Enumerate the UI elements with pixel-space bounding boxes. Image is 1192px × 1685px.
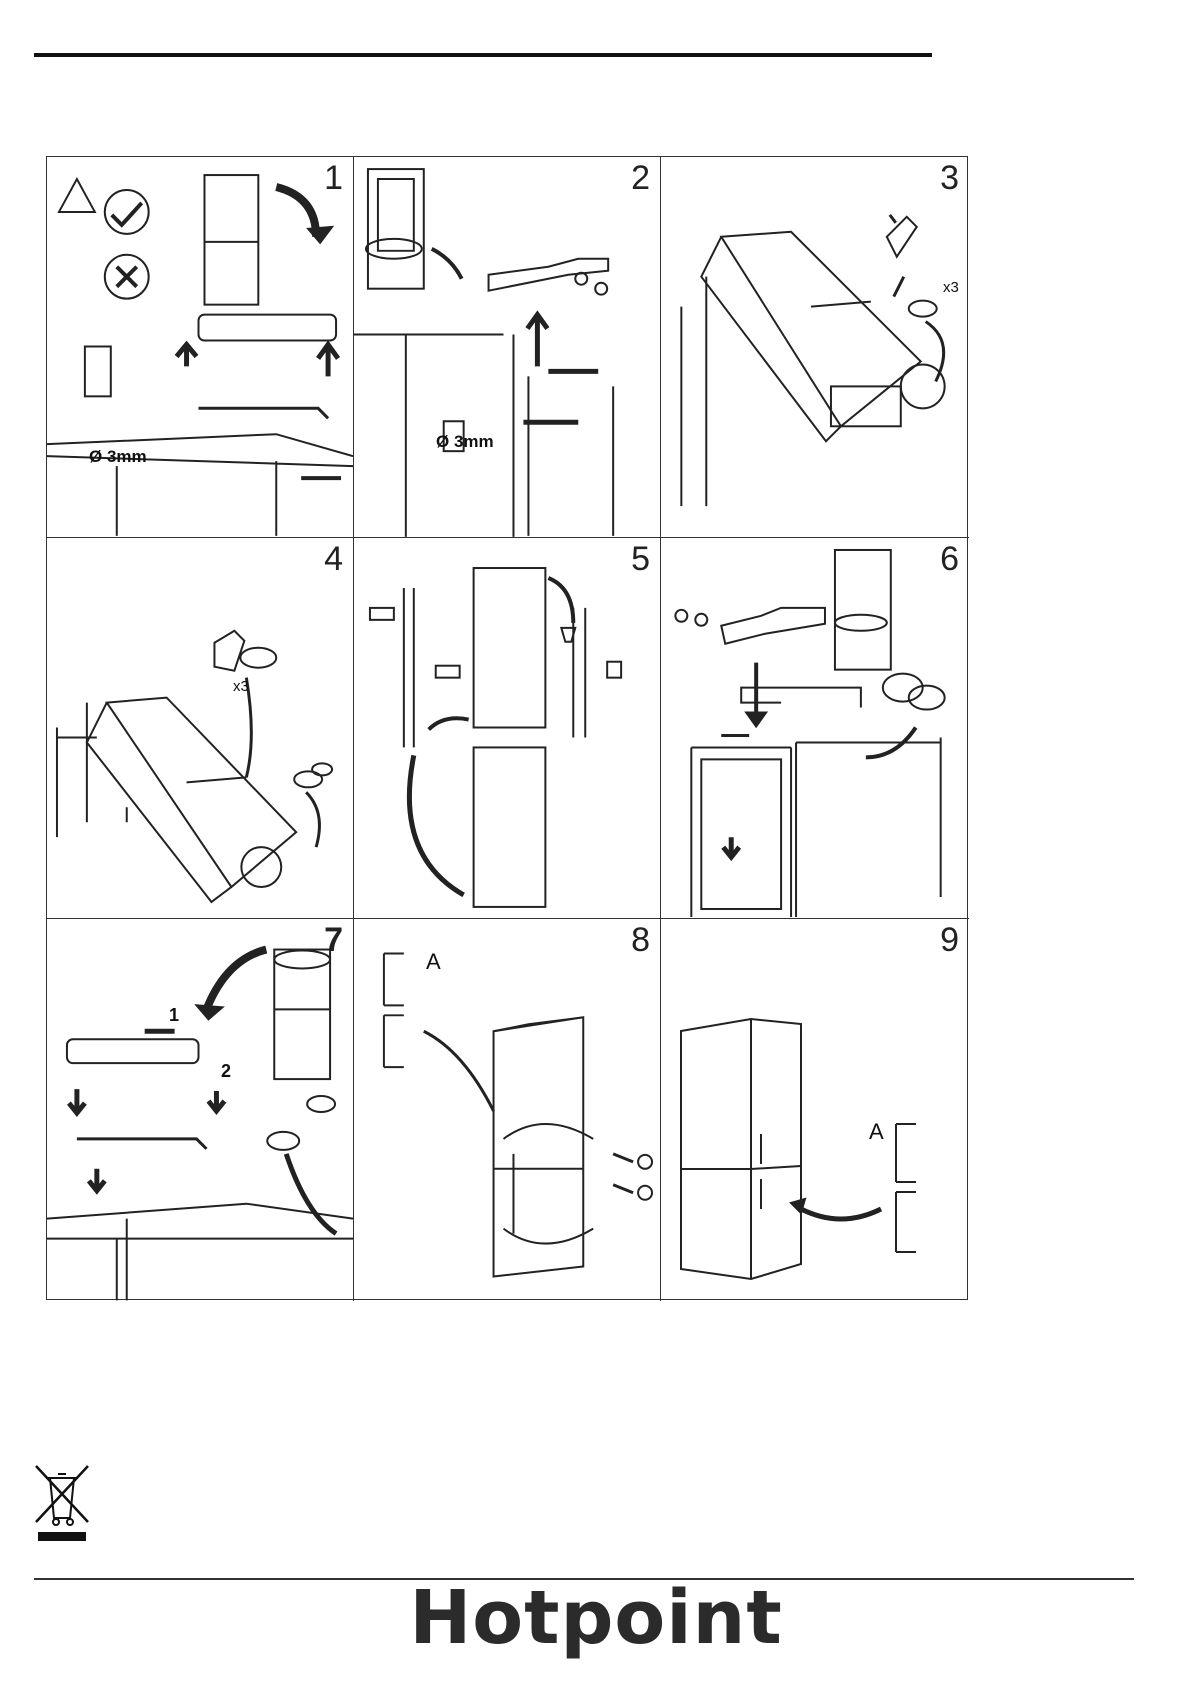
panel-4: 4 x3 <box>47 538 354 919</box>
illustration-swap-doors <box>354 538 660 918</box>
top-rule <box>34 53 932 57</box>
part-label-a: A <box>869 1119 884 1145</box>
illustration-tilt-cabinet <box>661 157 969 537</box>
panel-3: 3 x3 <box>661 157 969 538</box>
warning-icon <box>59 179 95 212</box>
illustration-reinstall-hinge <box>661 538 969 918</box>
illustration-move-hinge-bottom <box>47 538 353 918</box>
drill-size-label: Ø 3mm <box>89 447 147 467</box>
part-label-a: A <box>426 949 441 975</box>
panel-5: 5 <box>354 538 661 919</box>
step-marker-1: 1 <box>169 1005 179 1026</box>
step-marker-2: 2 <box>221 1061 231 1082</box>
panel-8: 8 A <box>354 919 661 1301</box>
screw-count-label: x3 <box>943 279 959 296</box>
illustration-remove-hinge <box>354 157 660 537</box>
panel-2: 2 Ø 3mm <box>354 157 661 538</box>
weee-bin-icon <box>30 1460 94 1544</box>
panel-9: 9 A <box>661 919 969 1301</box>
illustration-refit-top-cover <box>47 919 353 1301</box>
illustration-remove-handles <box>354 919 660 1301</box>
illustration-fit-handles <box>661 919 969 1301</box>
illustration-remove-top-cover <box>47 157 353 537</box>
drill-size-label: Ø 3mm <box>436 432 494 452</box>
screw-count-label: x3 <box>233 678 249 695</box>
panel-6: 6 <box>661 538 969 919</box>
panel-1: 1 Ø 3mm <box>47 157 354 538</box>
panel-7: 7 1 2 <box>47 919 354 1301</box>
brand-logo: Hotpoint <box>0 1578 1192 1659</box>
instruction-grid: 1 Ø 3mm 2 <box>46 156 968 1300</box>
